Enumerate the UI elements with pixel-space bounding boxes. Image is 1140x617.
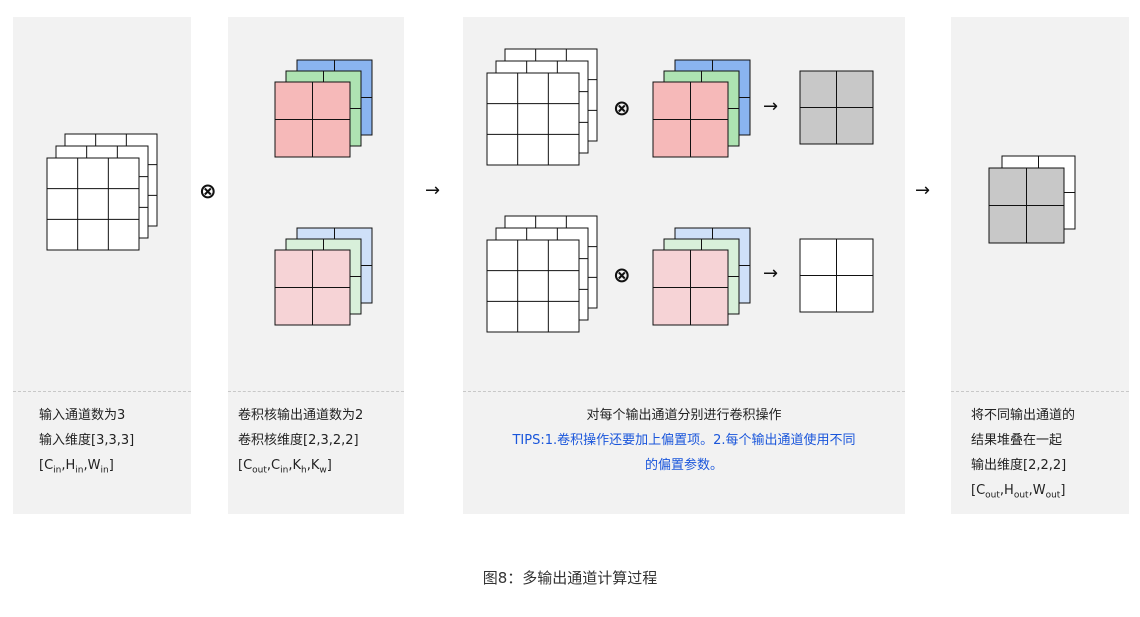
output-caption: 将不同输出通道的 结果堆叠在一起 输出维度[2,2,2] [Cout,Hout,… <box>951 403 1129 509</box>
output-dims: [Cout,Hout,Wout] <box>971 483 1066 501</box>
conv1-input-channel-1 <box>486 72 580 166</box>
conv-operator-bottom: ⊗ <box>613 263 631 287</box>
kernel-dims: [Cout,Cin,Kh,Kw] <box>238 458 332 476</box>
tips-line-1: TIPS:1.卷积操作还要加上偏置项。2.每个输出通道使用不同 <box>512 433 856 448</box>
arrow-to-result-bottom: → <box>763 263 779 284</box>
figure-caption: 图8：多输出通道计算过程 <box>482 569 658 587</box>
panel-divider <box>228 391 404 392</box>
panel-divider <box>951 391 1129 392</box>
conv-operator-main: ⊗ <box>199 179 217 203</box>
panel-output: 将不同输出通道的 结果堆叠在一起 输出维度[2,2,2] [Cout,Hout,… <box>951 17 1129 514</box>
panel-divider <box>463 391 905 392</box>
conv-operator-top: ⊗ <box>613 96 631 120</box>
kernel2-channel-1 <box>274 249 351 326</box>
panel-divider <box>13 391 191 392</box>
convolution-caption: 对每个输出通道分别进行卷积操作 TIPS:1.卷积操作还要加上偏置项。2.每个输… <box>463 403 905 478</box>
conv2-input-channel-1 <box>486 239 580 333</box>
tips-line-2: 的偏置参数。 <box>644 458 723 473</box>
kernel1-channel-1 <box>274 81 351 158</box>
conv2-result <box>799 238 874 313</box>
input-channel-1 <box>46 157 140 251</box>
arrow-to-result-top: → <box>763 96 779 117</box>
kernel-caption: 卷积核输出通道数为2 卷积核维度[2,3,2,2] [Cout,Cin,Kh,K… <box>228 403 404 484</box>
panel-input: 输入通道数为3 输入维度[3,3,3] [Cin,Hin,Win] <box>13 17 191 514</box>
conv1-result <box>799 70 874 145</box>
conv2-kernel-channel-1 <box>652 249 729 326</box>
conv1-kernel-channel-1 <box>652 81 729 158</box>
input-dims: [Cin,Hin,Win] <box>39 458 114 476</box>
arrow-to-convolution: → <box>425 180 441 201</box>
output-channel-1 <box>988 167 1065 244</box>
input-caption: 输入通道数为3 输入维度[3,3,3] [Cin,Hin,Win] <box>13 403 191 484</box>
arrow-to-output: → <box>915 180 931 201</box>
